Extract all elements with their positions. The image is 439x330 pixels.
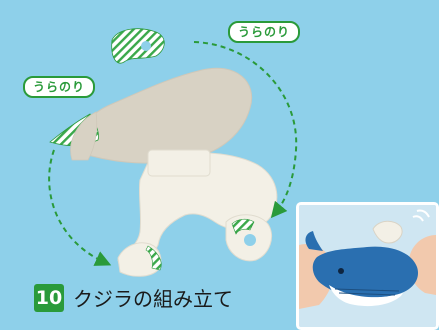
whale-belly-piece xyxy=(117,152,278,271)
arrow-right xyxy=(193,41,298,219)
whale-collar-strip xyxy=(147,149,211,177)
step-caption: 10 クジラの組み立て xyxy=(34,283,233,312)
finished-whale-photo xyxy=(296,202,439,330)
fin-right-hole xyxy=(244,234,256,246)
fin-right-glue xyxy=(231,218,255,235)
step-number-badge: 10 xyxy=(34,283,64,312)
step-title: クジラの組み立て xyxy=(73,287,233,311)
whale-body-piece xyxy=(75,67,253,164)
top-glue-tab xyxy=(111,28,165,64)
tail-fin-piece xyxy=(70,111,98,161)
arrow-left xyxy=(48,149,112,266)
glue-back-label-left: うらのり xyxy=(23,76,96,98)
tab-hole xyxy=(141,41,151,51)
glue-back-label-right: うらのり xyxy=(228,21,301,43)
fin-left-glue xyxy=(145,245,162,271)
